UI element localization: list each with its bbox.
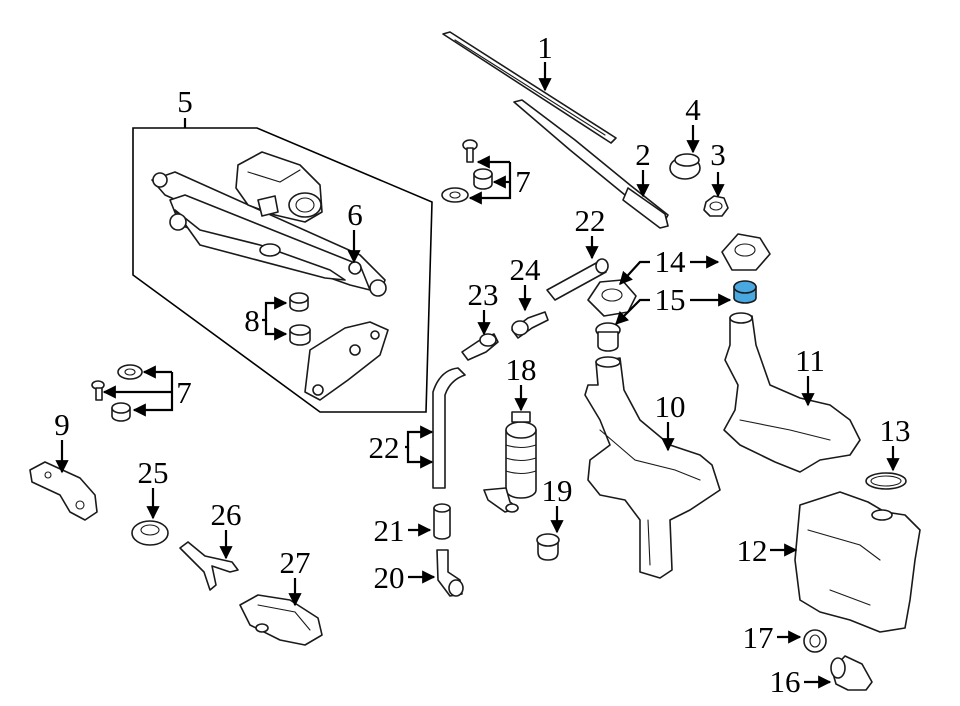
callout-labels: 1 2 3 4 5 6 7 7 8 9 10 11 12 13 14 15 16… bbox=[54, 30, 910, 699]
callout-2: 2 bbox=[635, 137, 651, 172]
callout-6: 6 bbox=[347, 197, 363, 232]
callout-25: 25 bbox=[138, 455, 169, 490]
callout-16: 16 bbox=[770, 664, 801, 699]
callout-13: 13 bbox=[880, 413, 911, 448]
bracket-part[interactable] bbox=[29, 461, 98, 521]
callout-22-lower: 22 bbox=[369, 430, 400, 465]
callout-14: 14 bbox=[655, 244, 687, 279]
callout-23: 23 bbox=[468, 277, 499, 312]
check-valve-part[interactable] bbox=[511, 311, 549, 339]
hose-connector-part[interactable] bbox=[433, 503, 451, 540]
callout-3: 3 bbox=[710, 137, 726, 172]
callout-7-upper: 7 bbox=[515, 164, 531, 199]
large-grommet-part[interactable] bbox=[131, 520, 169, 546]
callout-24: 24 bbox=[510, 252, 542, 287]
callout-26: 26 bbox=[211, 497, 242, 532]
bolt-washer-lower-part[interactable] bbox=[91, 364, 143, 422]
callout-12: 12 bbox=[737, 533, 768, 568]
o-ring-part[interactable] bbox=[865, 472, 907, 490]
callout-22-upper: 22 bbox=[575, 203, 606, 238]
callout-10: 10 bbox=[655, 389, 686, 424]
y-connector-part[interactable] bbox=[179, 541, 239, 591]
callout-7-lower: 7 bbox=[176, 375, 192, 410]
callout-21: 21 bbox=[374, 513, 405, 548]
filler-cap-upper-part[interactable] bbox=[721, 233, 771, 271]
callout-5: 5 bbox=[177, 84, 193, 119]
callout-8: 8 bbox=[244, 303, 260, 338]
filler-seal-lower-part[interactable] bbox=[595, 322, 621, 352]
leader-lines bbox=[55, 62, 900, 689]
callout-4: 4 bbox=[685, 92, 701, 127]
fill-tube-part[interactable] bbox=[723, 312, 861, 473]
callout-15: 15 bbox=[655, 282, 686, 317]
wiper-arm-part[interactable] bbox=[513, 99, 669, 229]
callout-18: 18 bbox=[506, 352, 537, 387]
callout-17: 17 bbox=[743, 620, 774, 655]
callout-9: 9 bbox=[54, 407, 70, 442]
arm-cap-part[interactable] bbox=[669, 153, 701, 180]
hose-elbow-part[interactable] bbox=[436, 549, 464, 597]
washer-pump-part[interactable] bbox=[483, 411, 537, 513]
callout-11: 11 bbox=[795, 343, 825, 378]
callout-27: 27 bbox=[280, 545, 311, 580]
bolt-washer-upper-part[interactable] bbox=[441, 139, 493, 203]
wiper-motor-linkage-part[interactable] bbox=[151, 151, 389, 401]
wiper-blade-part[interactable] bbox=[442, 31, 617, 144]
callout-19: 19 bbox=[542, 473, 573, 508]
pump-grommet-part[interactable] bbox=[536, 533, 560, 561]
filler-neck-part[interactable] bbox=[584, 356, 721, 579]
washer-reservoir-part[interactable] bbox=[794, 491, 921, 633]
grommet-part[interactable] bbox=[289, 292, 311, 346]
callout-20: 20 bbox=[374, 560, 405, 595]
reservoir-grommet-part[interactable] bbox=[803, 629, 827, 653]
washer-hose-upper-part[interactable] bbox=[546, 258, 609, 301]
washer-hose-lower-part[interactable] bbox=[432, 367, 466, 489]
filler-cap-lower-part[interactable] bbox=[587, 279, 637, 317]
washer-nozzle-part[interactable] bbox=[239, 594, 323, 646]
hose-fitting-part[interactable] bbox=[461, 333, 499, 361]
callout-1: 1 bbox=[537, 30, 553, 65]
nut-part[interactable] bbox=[703, 195, 729, 217]
level-sensor-part[interactable] bbox=[830, 655, 873, 691]
linkage-assembly-box bbox=[132, 127, 433, 413]
filler-seal-highlighted-part[interactable] bbox=[733, 280, 757, 304]
